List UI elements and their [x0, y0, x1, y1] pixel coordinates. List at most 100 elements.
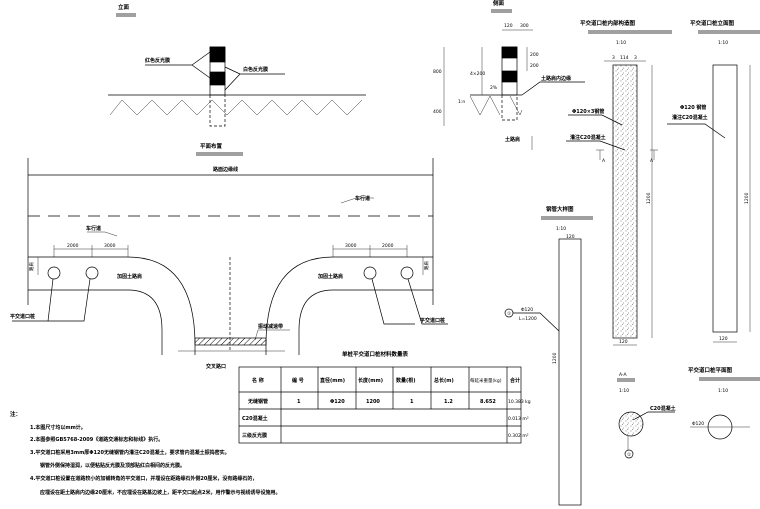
dim-bands: 4×200: [470, 71, 485, 77]
cell-total-len: 1.2: [444, 399, 453, 405]
dim-width: 120: [566, 234, 575, 240]
label-pipe: Φ120 钢管: [680, 104, 706, 111]
note-item: 钢管外侧保持湿润，以便粘贴反光膜及顶部贴红白相间的反光膜。: [40, 462, 185, 469]
cell-name: C20混凝土: [242, 415, 268, 422]
internal-scale: 1:10: [616, 40, 626, 46]
front-elevation-view: 平交道口桩立面图 1:10 1200 120 Φ120 钢管 灌注C20混凝土: [667, 19, 760, 343]
side-view: 侧面 120 300 200 200 800 400 4×200 2% 1:n …: [433, 0, 585, 150]
label-red-film: 红色反光膜: [145, 57, 170, 64]
note-item: 3.平交道口桩采用3mm厚Φ120无缝钢管内灌注C20混凝土，要求管内混凝土振捣…: [30, 449, 230, 456]
table-row: C20混凝土 0.013 m³: [242, 415, 529, 422]
label-len: L=1200: [519, 316, 537, 322]
table-header: 名 称 编 号 直径(mm) 长度(mm) 数量(根) 总长(m) 每延米重量(…: [252, 377, 520, 384]
dim-wall-right: 3: [634, 55, 637, 61]
dim-wall-left: 3: [612, 55, 615, 61]
label-white-film: 白色反光膜: [243, 66, 268, 73]
front-title: 平交道口桩立面图: [690, 19, 735, 27]
dim-width: 120: [719, 336, 728, 342]
label-dia: Φ120: [521, 307, 533, 313]
cell-sum: 0.013 m³: [508, 416, 529, 422]
table-row: 无缝钢管 1 Φ120 1200 1 1.2 8.652 10.383 kg: [247, 398, 531, 405]
plan-view-scale: 1:10: [718, 388, 728, 394]
label-post-left: 平交道口桩: [10, 313, 35, 320]
note-item: 2.本图参照GB5768-2009《道路交通标志和标线》执行。: [30, 436, 163, 443]
plan-title: 平面布置: [200, 142, 223, 150]
header-sum: 合计: [509, 377, 520, 384]
label-speed-bump: 振动减速带: [258, 323, 283, 330]
dim-depth: 400: [433, 109, 442, 115]
plan-view-title: 平交道口桩平面图: [688, 366, 733, 374]
pipe-detail-title: 钢管大样图: [546, 205, 574, 213]
elevation-title: 立面: [118, 3, 130, 11]
pipe-elevation: [712, 64, 738, 333]
red-reflective-band: [209, 46, 226, 63]
pipe: [558, 238, 582, 506]
label-post-right: 平交道口桩: [420, 317, 445, 324]
cell-qty: 1: [410, 399, 414, 405]
dim-length: 1200: [552, 352, 558, 364]
dim-height: 800: [433, 69, 442, 75]
notes-heading: 注：: [10, 410, 21, 418]
shoulder-outer-left: [28, 256, 196, 355]
post-plan-view: 平交道口桩平面图 1:10 Φ120: [688, 366, 760, 440]
table-row: 三级反光膜 0.302 m²: [242, 432, 529, 439]
dim-left-2: 3000: [104, 243, 116, 249]
header-dia: 直径(mm): [320, 377, 345, 384]
header-len: 长度(mm): [358, 377, 383, 384]
shoulder-outer-right: [265, 256, 433, 355]
section-mark-left: A: [602, 158, 606, 164]
label-shoulder: 土路肩: [505, 136, 520, 143]
cell-sum: 0.302 m²: [508, 433, 529, 439]
section-aa-view: A-A 1:10 C20混凝土 ①: [617, 372, 676, 459]
note-item: 1.本图尺寸均以mm计。: [30, 424, 86, 431]
dim-left-1: 2000: [67, 243, 79, 249]
cell-name: 无缝钢管: [247, 398, 268, 405]
section-scale: 1:10: [619, 388, 629, 394]
cell-unit-weight: 8.652: [480, 399, 496, 405]
header-no: 编 号: [292, 377, 304, 384]
post-marker: [400, 266, 414, 280]
label-road-edge: 路面边缘线: [213, 166, 238, 173]
label-lane-left: 车行道: [86, 225, 101, 232]
elevation-view: 立面 红色反光膜 白色反光膜: [108, 3, 366, 127]
post-marker: [47, 266, 61, 280]
dim-band-1: 200: [530, 52, 539, 58]
dim-length: 1200: [744, 192, 750, 204]
front-scale: 1:10: [718, 40, 728, 46]
post-marker: [85, 266, 99, 280]
label-dia: Φ120: [692, 421, 704, 427]
shoulder-inner-right: [298, 289, 433, 355]
dim-length: 1200: [646, 192, 652, 204]
dim-offset: 300: [520, 23, 529, 29]
label-fill: 灌注C20混凝土: [672, 114, 708, 121]
cell-len: 1200: [366, 399, 380, 405]
note-item: 4.平交道口桩设置在道路较小的加铺转角的平交道口，并埋设在距路缘石外侧20厘米，…: [30, 475, 257, 482]
label-pipe: Φ120×3钢管: [572, 108, 604, 115]
part-marker: ①: [507, 311, 511, 317]
internal-structure-view: 平交道口桩内部构造图 1:10 3 114 3 1200 120 Φ120×3钢…: [566, 19, 672, 346]
section-title: A-A: [619, 372, 628, 378]
part-marker: ①: [627, 452, 631, 458]
table-title: 单桩平交道口桩材料数量表: [342, 350, 409, 358]
cell-name: 三级反光膜: [242, 432, 267, 439]
cell-sum: 10.383 kg: [508, 399, 531, 405]
pipe-detail-scale: 1:10: [556, 226, 566, 232]
red-reflective-band: [209, 71, 226, 86]
header-name: 名 称: [252, 377, 264, 384]
speed-bump: [194, 337, 267, 346]
internal-title: 平交道口桩内部构造图: [580, 19, 636, 27]
material-table: 单桩平交道口桩材料数量表 名 称 编 号 直径(mm) 长度(mm) 数量(根)…: [238, 350, 531, 444]
slope-ratio: 1:n: [458, 99, 465, 105]
shoulder-inner-left: [28, 289, 163, 355]
label-shoulder-right: 加固土路肩: [317, 273, 343, 280]
label-shoulder-width: 路肩: [423, 261, 430, 270]
notes: 注： 1.本图尺寸均以mm计。 2.本图参照GB5768-2009《道路交通标志…: [10, 410, 280, 496]
dim-right-2: 2000: [382, 243, 394, 249]
cell-dia: Φ120: [330, 399, 345, 405]
label-shoulder-width: 路肩: [28, 262, 35, 271]
section-circle: [618, 411, 644, 437]
label-concrete: C20混凝土: [650, 405, 676, 412]
concrete-filled-pipe: [612, 64, 638, 339]
post-marker: [363, 266, 377, 280]
